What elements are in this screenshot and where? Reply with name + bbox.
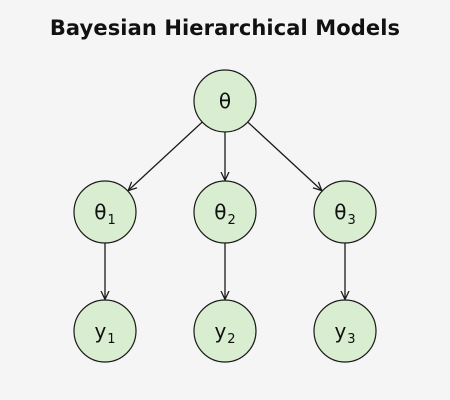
node-symbol-y3: y	[334, 319, 346, 343]
node-y3: y3	[313, 299, 377, 363]
node-subscript-y1: 1	[107, 332, 115, 347]
node-symbol-theta1: θ	[94, 200, 106, 224]
node-circle-theta2	[193, 180, 257, 244]
node-subscript-y2: 2	[227, 332, 235, 347]
node-symbol-theta2: θ	[214, 200, 226, 224]
node-label-y1: y1	[94, 319, 115, 347]
node-label-theta3: θ3	[334, 200, 356, 228]
node-subscript-theta1: 1	[107, 213, 115, 228]
node-circle-y2	[193, 299, 257, 363]
edges-layer	[105, 121, 345, 299]
node-label-y2: y2	[214, 319, 235, 347]
node-root: θ	[193, 69, 257, 133]
node-label-y3: y3	[334, 319, 355, 347]
node-label-theta2: θ2	[214, 200, 236, 228]
node-symbol-theta3: θ	[334, 200, 346, 224]
node-subscript-theta2: 2	[227, 213, 235, 228]
node-theta2: θ2	[193, 180, 257, 244]
node-symbol-root: θ	[219, 89, 231, 113]
edge-root-to-theta3	[247, 121, 322, 190]
edge-root-to-theta1	[128, 121, 203, 190]
node-circle-y1	[73, 299, 137, 363]
node-y1: y1	[73, 299, 137, 363]
node-subscript-y3: 3	[347, 332, 355, 347]
node-circle-theta1	[73, 180, 137, 244]
node-theta1: θ1	[73, 180, 137, 244]
node-label-root: θ	[219, 89, 231, 113]
node-theta3: θ3	[313, 180, 377, 244]
node-label-theta1: θ1	[94, 200, 116, 228]
node-symbol-y1: y	[94, 319, 106, 343]
node-symbol-y2: y	[214, 319, 226, 343]
node-y2: y2	[193, 299, 257, 363]
node-subscript-theta3: 3	[347, 213, 355, 228]
node-circle-theta3	[313, 180, 377, 244]
diagram-title: Bayesian Hierarchical Models	[49, 16, 401, 40]
node-circle-root	[193, 69, 257, 133]
node-circle-y3	[313, 299, 377, 363]
